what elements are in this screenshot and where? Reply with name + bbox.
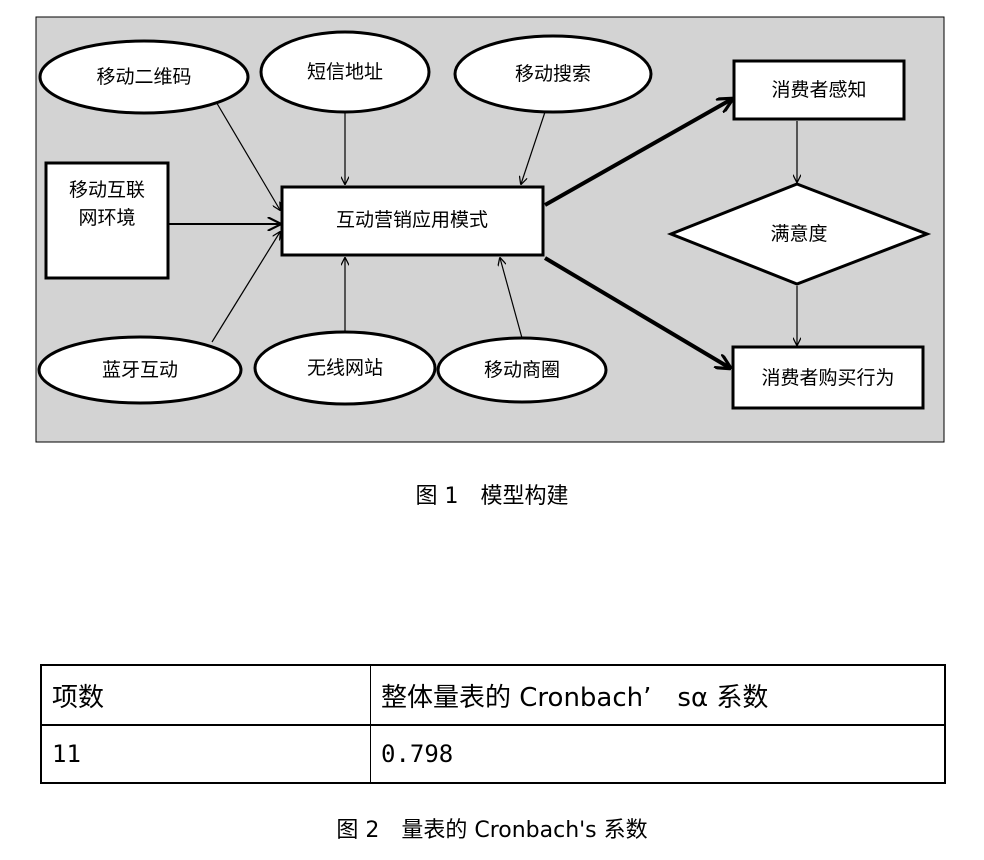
connectors: [168, 99, 797, 368]
arrow-qr-to-center: [214, 99, 280, 210]
satisfaction-node: 满意度: [666, 182, 932, 286]
channel-wireless-label: 无线网站: [307, 357, 383, 379]
header-item-count: 项数: [40, 664, 371, 726]
satisfaction-label: 满意度: [770, 223, 827, 245]
environment-label-line2: 网环境: [78, 207, 135, 229]
channel-qr-label: 移动二维码: [96, 66, 191, 88]
channel-commerce-label: 移动商圈: [484, 359, 560, 381]
channel-bluetooth-label: 蓝牙互动: [102, 359, 178, 381]
center-label: 互动营销应用模式: [336, 209, 488, 231]
table-row: 11 0.798: [40, 724, 946, 784]
arrow-search-to-center: [521, 111, 546, 184]
perception-node: 消费者感知: [732, 59, 906, 121]
environment-label-line1: 移动互联: [69, 179, 145, 201]
channel-sms-label: 短信地址: [307, 61, 383, 83]
figure-2-caption: 图 2 量表的 Cronbach's 系数: [336, 818, 648, 843]
table-header-row: 项数 整体量表的 Cronbach’ sα 系数: [40, 664, 946, 726]
cronbach-table: 项数 整体量表的 Cronbach’ sα 系数 11 0.798: [40, 664, 946, 784]
cell-cronbach-alpha: 0.798: [370, 724, 946, 784]
channel-wireless-node: 无线网站: [253, 330, 437, 406]
header-cronbach-alpha: 整体量表的 Cronbach’ sα 系数: [370, 664, 946, 726]
perception-label: 消费者感知: [771, 79, 866, 101]
behavior-label: 消费者购买行为: [761, 367, 894, 389]
figure-1-caption: 图 1 模型构建: [415, 484, 569, 509]
arrow-bluetooth-to-center: [211, 232, 280, 343]
behavior-node: 消费者购买行为: [731, 345, 925, 410]
environment-node: 移动互联 网环境: [44, 161, 170, 280]
arrow-center-to-behavior: [543, 256, 730, 368]
center-node: 互动营销应用模式: [280, 185, 545, 257]
channel-commerce-node: 移动商圈: [436, 336, 608, 404]
channel-bluetooth-node: 蓝牙互动: [37, 335, 243, 405]
channel-search-node: 移动搜索: [453, 34, 653, 114]
arrow-center-to-perception: [544, 99, 732, 207]
channel-sms-node: 短信地址: [259, 30, 431, 114]
cell-item-count: 11: [40, 724, 371, 784]
arrow-commerce-to-center: [500, 258, 523, 339]
model-diagram: 移动二维码 短信地址 移动搜索 蓝牙互动 无线网站 移动商圈 移动互联 网环境 …: [35, 16, 945, 443]
channel-qr-node: 移动二维码: [38, 39, 250, 115]
channel-search-label: 移动搜索: [515, 63, 591, 85]
